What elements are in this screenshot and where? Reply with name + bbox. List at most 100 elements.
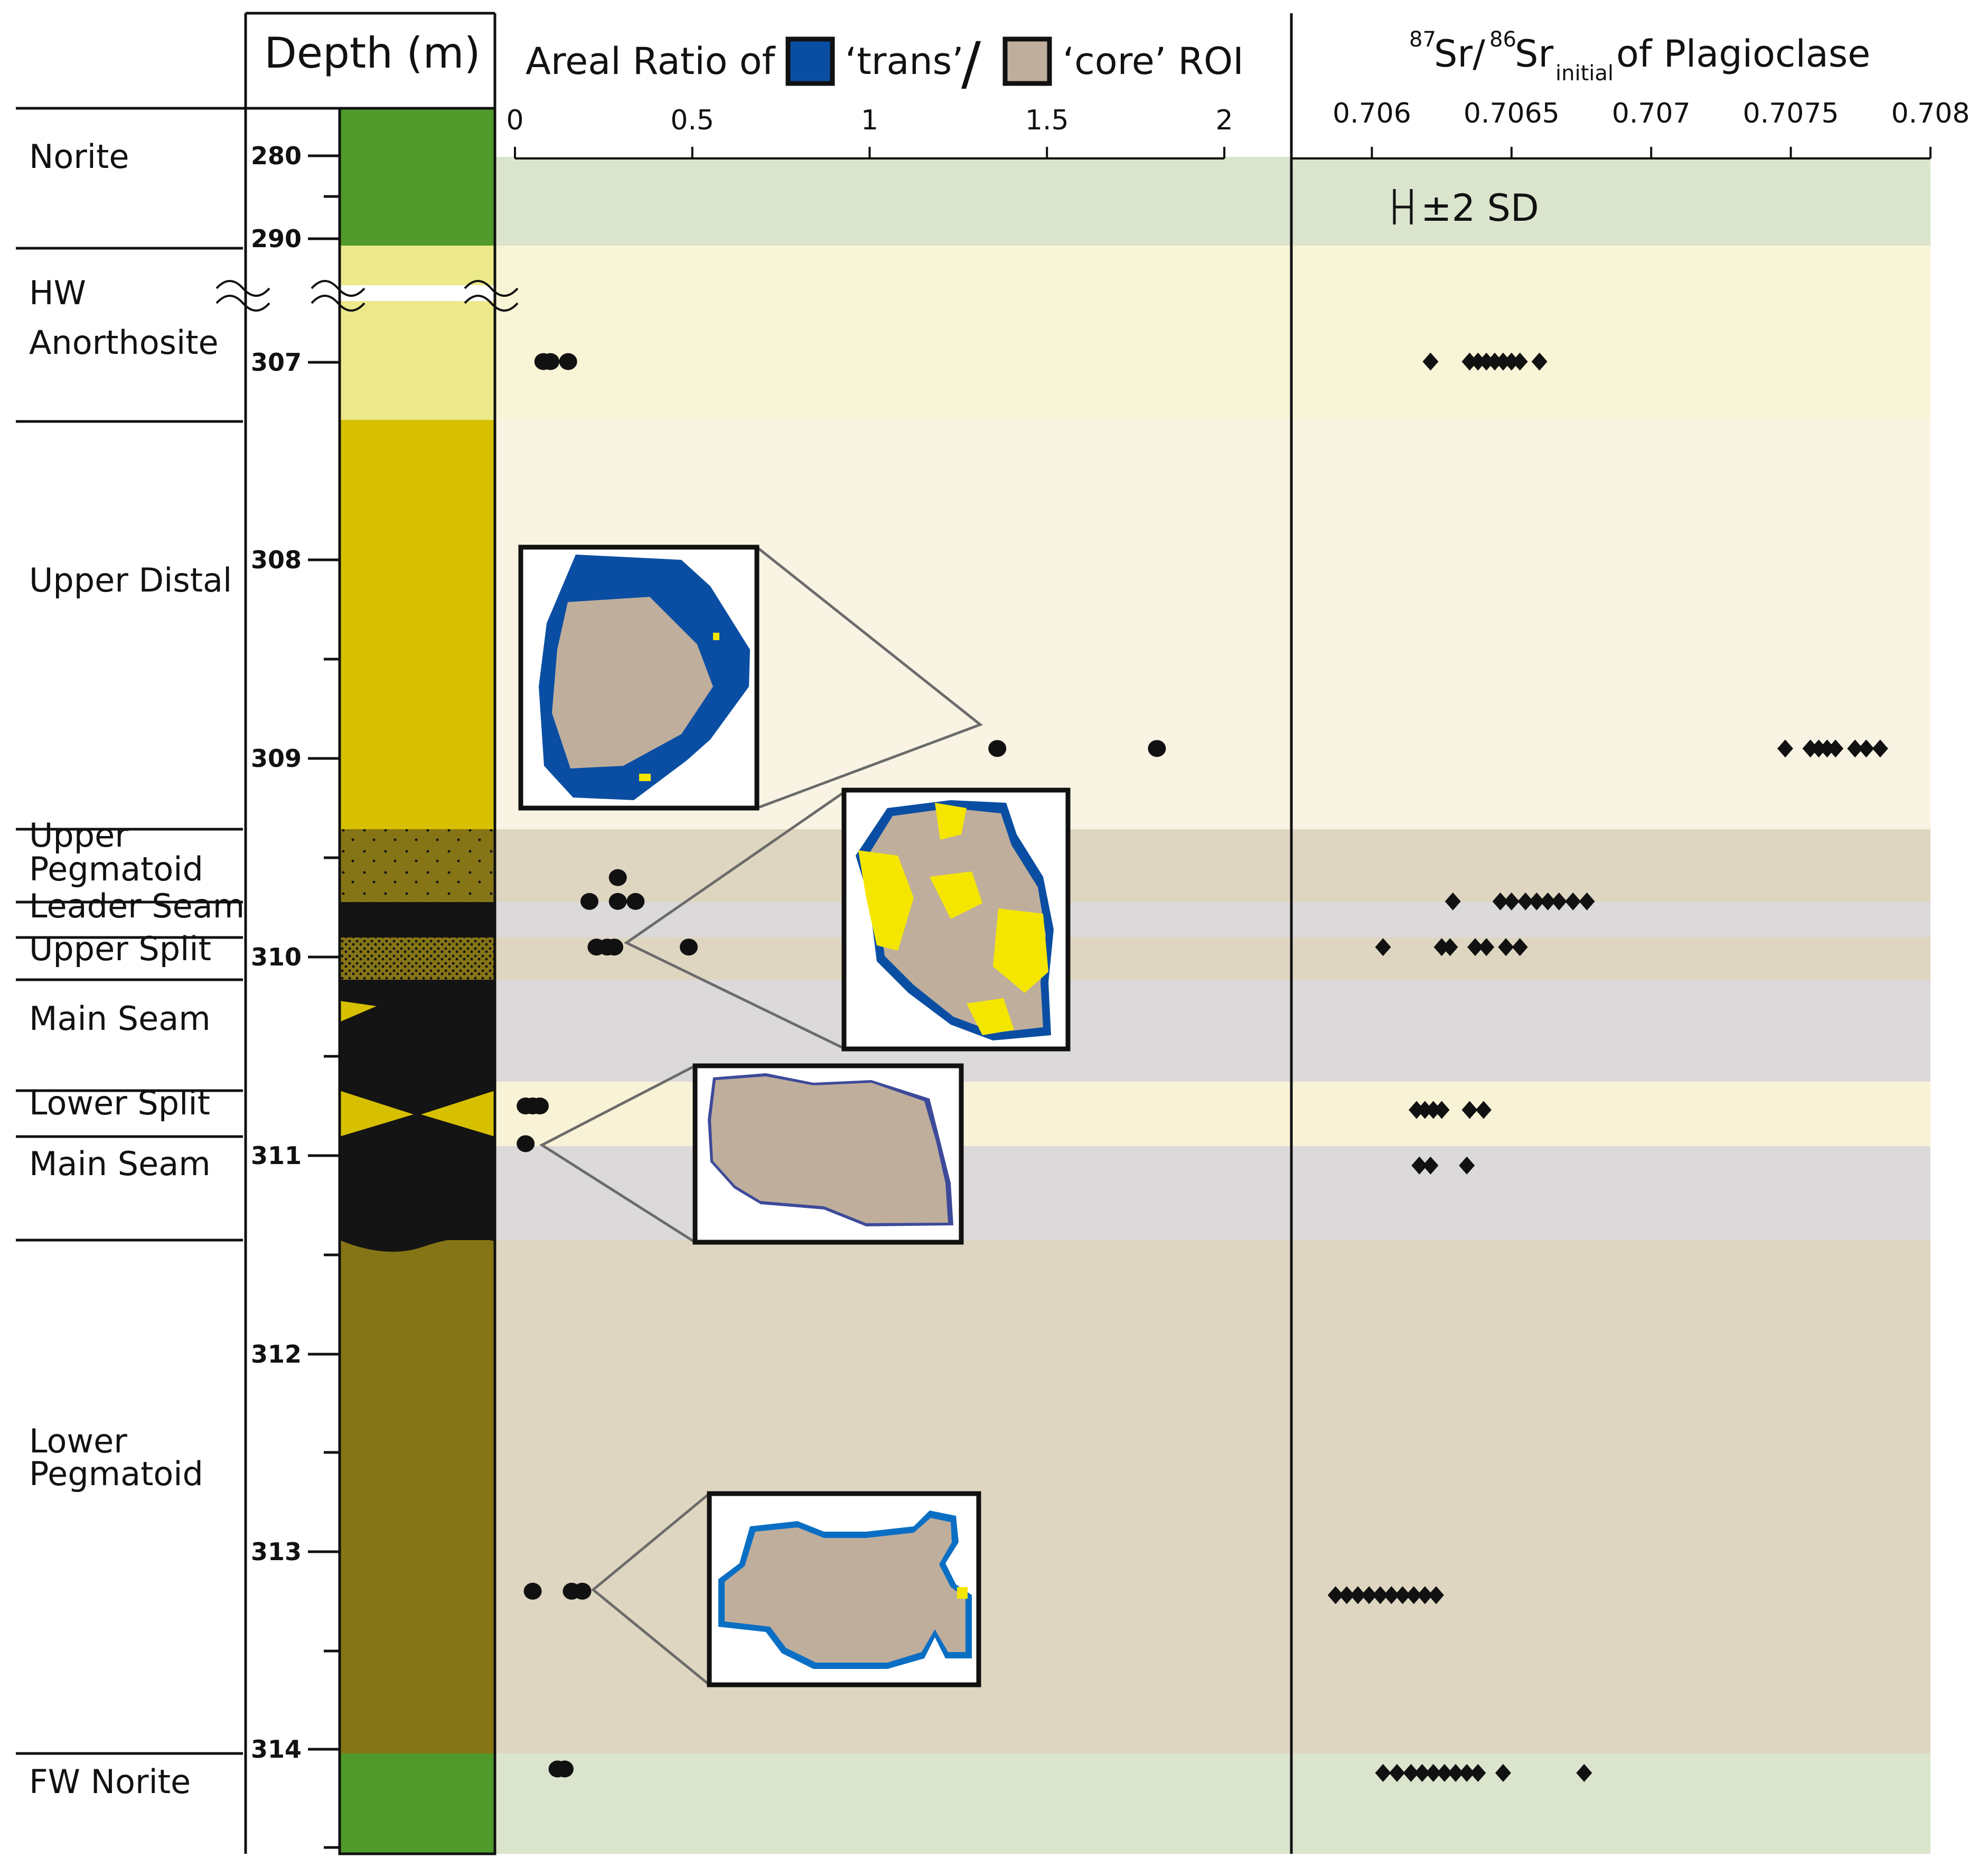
depth-tick-label-4: 309 bbox=[251, 744, 302, 773]
sr-point-12 bbox=[1819, 739, 1835, 758]
sr-title-sup2: 86 bbox=[1489, 27, 1516, 52]
band-0 bbox=[495, 157, 1930, 246]
sr-point-59 bbox=[1459, 1764, 1475, 1782]
sr-point-47 bbox=[1383, 1586, 1400, 1605]
sr-point-16 bbox=[1872, 739, 1888, 758]
sr-point-29 bbox=[1467, 938, 1484, 956]
break-symbol-0 bbox=[215, 280, 270, 312]
inset-2-yellow-4 bbox=[930, 871, 982, 919]
sr-point-27 bbox=[1433, 938, 1450, 956]
inset-2-grain-core bbox=[866, 808, 1046, 1033]
main-seam-lens bbox=[340, 1001, 377, 1022]
inset-3-connector bbox=[539, 1064, 696, 1244]
unit-label-9-1: Pegmatoid bbox=[29, 1455, 203, 1493]
sr-point-6 bbox=[1503, 352, 1520, 371]
sr-point-45 bbox=[1361, 1586, 1377, 1605]
column-unit-8 bbox=[340, 1146, 495, 1240]
inset-3-grain-core bbox=[711, 1076, 948, 1223]
sr-point-32 bbox=[1512, 938, 1528, 956]
sr-point-19 bbox=[1503, 892, 1520, 911]
figure-frame bbox=[16, 12, 1293, 1855]
column-unit-9 bbox=[340, 1240, 495, 1753]
sr-tick-label-0: 0.706 bbox=[1333, 98, 1411, 129]
sr-point-46 bbox=[1372, 1586, 1389, 1605]
sr-point-24 bbox=[1565, 892, 1581, 911]
inset-1-spot bbox=[639, 774, 651, 781]
areal-tick-label-0: 0 bbox=[506, 105, 523, 136]
sr-point-23 bbox=[1551, 892, 1567, 911]
sr-point-20 bbox=[1517, 892, 1534, 911]
inset-4 bbox=[591, 1491, 981, 1687]
sr-point-21 bbox=[1529, 892, 1545, 911]
column-unit-3 bbox=[340, 829, 495, 902]
band-1 bbox=[495, 246, 1930, 420]
areal-title-core: ‘core’ ROI bbox=[1063, 40, 1244, 83]
areal-point-5 bbox=[608, 869, 627, 886]
sr-point-25 bbox=[1579, 892, 1595, 911]
depth-tick-label-8: 313 bbox=[251, 1537, 302, 1566]
inset-4-connector bbox=[591, 1493, 710, 1686]
sr-point-51 bbox=[1428, 1586, 1445, 1605]
inset-1-spot-2 bbox=[713, 633, 719, 640]
sr-point-58 bbox=[1448, 1764, 1464, 1782]
sr-title-sub: initial bbox=[1555, 61, 1614, 86]
inset-1-connector bbox=[756, 546, 983, 810]
sd-label: ±2 SD bbox=[1421, 186, 1539, 230]
sr-point-33 bbox=[1409, 1101, 1425, 1119]
areal-tick-label-3: 1.5 bbox=[1025, 105, 1069, 136]
areal-point-7 bbox=[608, 893, 627, 910]
depth-tick-label-0: 280 bbox=[251, 142, 302, 170]
sr-point-42 bbox=[1327, 1586, 1344, 1605]
unit-label-3-1: Pegmatoid bbox=[29, 850, 203, 888]
sr-point-61 bbox=[1495, 1764, 1511, 1782]
sr-point-15 bbox=[1858, 739, 1874, 758]
areal-title-sep: / bbox=[961, 30, 981, 97]
areal-point-2 bbox=[559, 353, 577, 370]
break-symbol-2 bbox=[464, 280, 519, 312]
sr-point-52 bbox=[1375, 1764, 1391, 1782]
unit-label-5-0: Upper Split bbox=[29, 930, 211, 968]
sr-tick-label-3: 0.7075 bbox=[1743, 98, 1839, 129]
sr-title-sr2: Sr bbox=[1515, 32, 1553, 76]
sr-point-18 bbox=[1492, 892, 1508, 911]
sr-point-1 bbox=[1461, 352, 1478, 371]
sr-point-44 bbox=[1349, 1586, 1366, 1605]
sr-point-37 bbox=[1461, 1101, 1478, 1119]
sr-point-48 bbox=[1394, 1586, 1411, 1605]
inset-2-yellow-3 bbox=[993, 908, 1048, 993]
sr-point-54 bbox=[1403, 1764, 1419, 1782]
depth-tick-label-7: 312 bbox=[251, 1340, 302, 1368]
unit-label-9-0: Lower bbox=[29, 1422, 127, 1460]
sr-point-4 bbox=[1487, 352, 1503, 371]
column-outline bbox=[338, 107, 496, 1855]
inset-4-spot bbox=[957, 1587, 968, 1599]
sr-point-7 bbox=[1512, 352, 1528, 371]
sr-point-38 bbox=[1475, 1101, 1492, 1119]
column-unit-1 bbox=[340, 246, 495, 420]
inset-1 bbox=[518, 545, 983, 811]
unit-label-10-0: FW Norite bbox=[29, 1762, 191, 1801]
sr-point-13 bbox=[1827, 739, 1844, 758]
sr-point-49 bbox=[1405, 1586, 1422, 1605]
unit-label-1-0: HW bbox=[29, 274, 86, 312]
unit-label-8-0: Main Seam bbox=[29, 1145, 211, 1183]
areal-point-16 bbox=[517, 1135, 535, 1152]
sr-point-53 bbox=[1389, 1764, 1405, 1782]
depth-tick-label-2: 307 bbox=[251, 348, 302, 377]
areal-title-trans: ‘trans’ bbox=[845, 40, 963, 83]
sr-point-34 bbox=[1417, 1101, 1433, 1119]
error-bar-legend: ±2 SD bbox=[1393, 186, 1539, 230]
inset-2-yellow-5 bbox=[967, 998, 1014, 1035]
unit-label-4-0: Leader Seam bbox=[29, 887, 245, 925]
areal-tick-label-4: 2 bbox=[1215, 105, 1233, 136]
unit-label-1-1: Anorthosite bbox=[29, 323, 219, 362]
sr-point-40 bbox=[1422, 1156, 1439, 1175]
band-3 bbox=[495, 829, 1930, 902]
inset-2-connector bbox=[624, 791, 845, 1050]
areal-tick-label-1: 0.5 bbox=[670, 105, 714, 136]
column-unit-6 bbox=[340, 980, 495, 1082]
sr-point-8 bbox=[1531, 352, 1548, 371]
depth-tick-label-1: 290 bbox=[251, 224, 302, 253]
sr-point-14 bbox=[1847, 739, 1863, 758]
